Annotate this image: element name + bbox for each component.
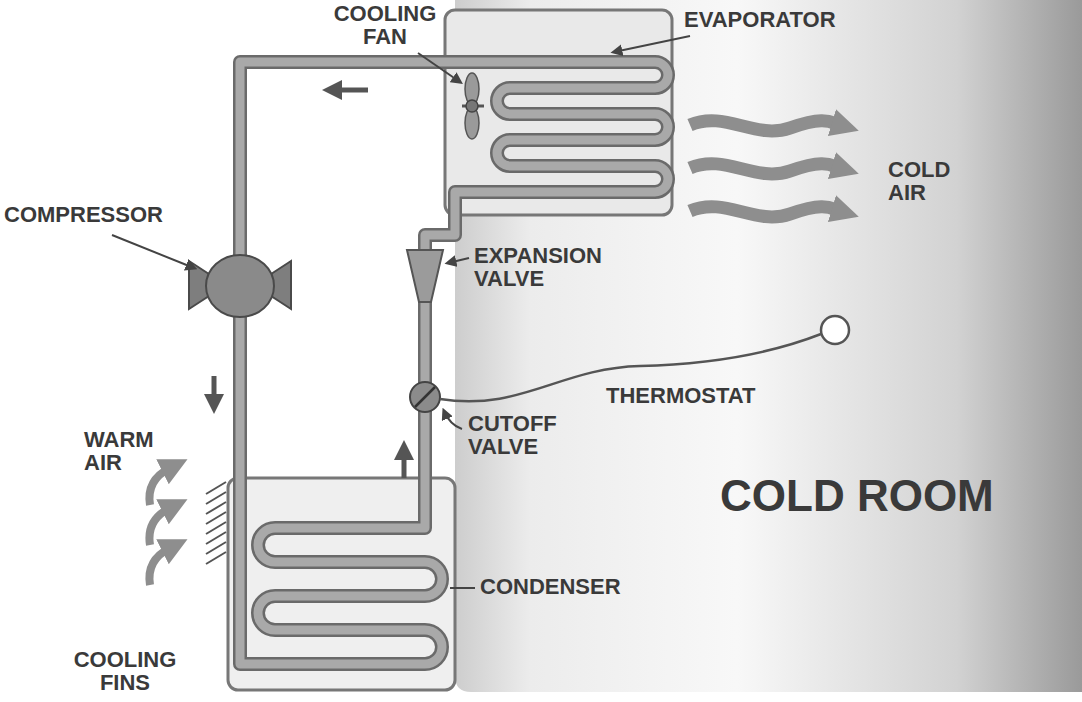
air-arrow [690, 164, 840, 174]
valve-label: EXPANSION VALVE [474, 244, 602, 290]
flow-arrows [214, 90, 404, 478]
cooling-fan-symbol [462, 73, 484, 139]
air-arrow [149, 508, 170, 545]
air-arrow [690, 207, 840, 217]
fan-label: COOLING FAN [334, 2, 437, 48]
leader-line [444, 411, 462, 429]
fins-label: COOLING FINS [74, 648, 177, 694]
leader-line [448, 258, 469, 263]
fin-hatch [206, 512, 226, 524]
fin-hatch [206, 552, 226, 564]
thermostat-bulb [821, 316, 849, 344]
compressor-symbol [189, 255, 291, 317]
fin-hatch [206, 542, 226, 554]
compressor-body [206, 255, 274, 317]
compressor-label: COMPRESSOR [4, 203, 163, 226]
leader-line [418, 53, 460, 82]
leader-lines [112, 36, 690, 588]
flow-arrow [336, 88, 368, 93]
leader-line [450, 587, 475, 589]
air-arrow [149, 468, 170, 505]
evaporator-label: EVAPORATOR [684, 8, 836, 31]
warm-air-arrows [149, 468, 170, 585]
cooling-fins [206, 482, 226, 564]
fin-hatch [206, 522, 226, 534]
valve-body [410, 382, 440, 412]
air-label: WARM AIR [84, 428, 154, 474]
air-arrow [690, 121, 840, 131]
leader-line [112, 235, 194, 268]
valve-stem [415, 387, 435, 407]
room-title: COLD ROOM [720, 472, 994, 520]
valve-label: CUTOFF VALVE [468, 412, 557, 458]
fin-hatch [206, 492, 226, 504]
thermostat-label: THERMOSTAT [606, 384, 756, 407]
expansion-valve-symbol [407, 250, 443, 302]
refrigerant-pipe [240, 62, 668, 664]
pipe-core [240, 62, 668, 664]
fan-hub [466, 100, 478, 112]
cold-air-arrows [690, 121, 840, 217]
cutoff-valve-symbol [410, 382, 440, 412]
pipe-outline [240, 62, 668, 664]
air-arrow [149, 548, 170, 585]
condenser-label: CONDENSER [480, 575, 621, 598]
fin-hatch [206, 482, 226, 494]
fin-hatch [206, 502, 226, 514]
fin-hatch [206, 532, 226, 544]
air-label: COLD AIR [888, 158, 950, 204]
flow-arrow [212, 376, 217, 400]
flow-arrow [402, 454, 407, 478]
leader-line [614, 36, 690, 52]
